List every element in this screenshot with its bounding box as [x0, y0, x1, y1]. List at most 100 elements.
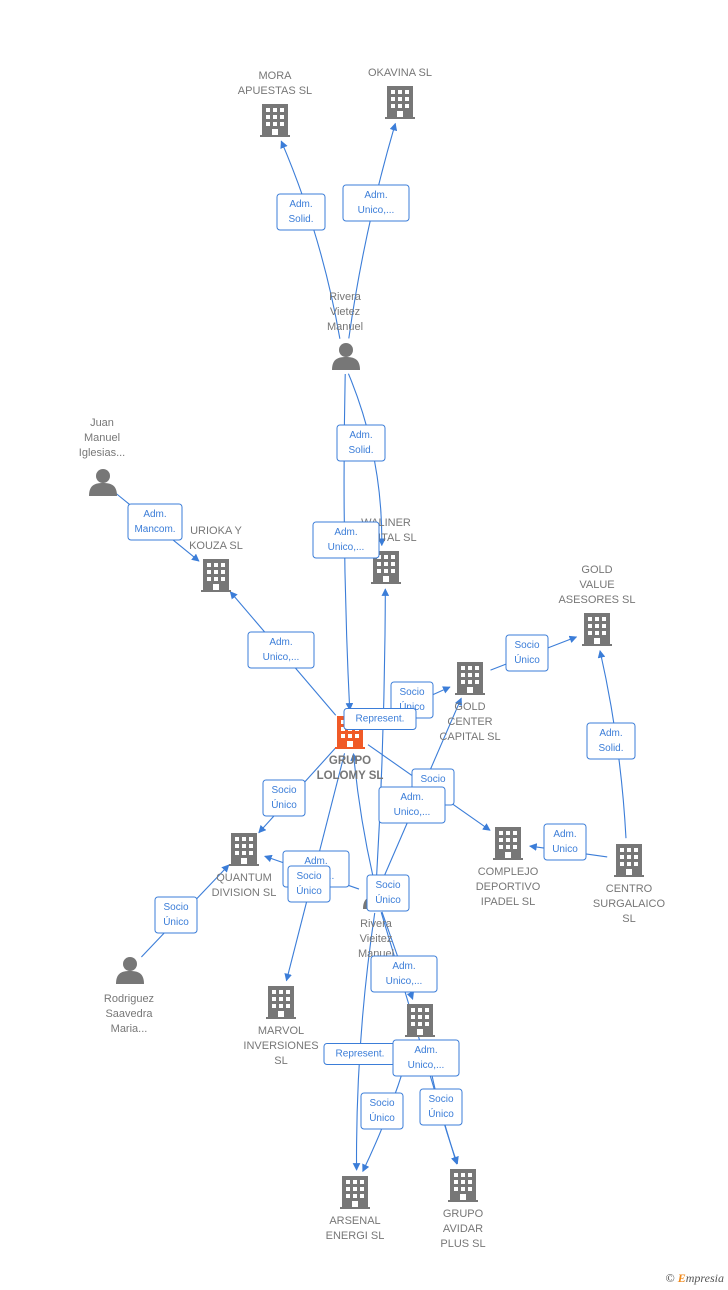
person-icon — [332, 343, 360, 370]
edge-label-rivera1-to-okavina[interactable]: Adm.Unico,... — [342, 184, 410, 222]
edge-label-box — [342, 184, 410, 222]
edge-label-rivera2-to-main[interactable]: Represent. — [343, 708, 417, 730]
node-label: GOLD — [581, 564, 612, 576]
edge-label-line: Adm. — [414, 1045, 437, 1056]
edge-label-line: Adm. — [334, 527, 357, 538]
node-unnamed[interactable] — [405, 1004, 435, 1037]
edge-label-line: Socio — [163, 902, 188, 913]
node-label: APUESTAS SL — [238, 85, 312, 97]
edge-label-rivera1-to-mora[interactable]: Adm.Solid. — [276, 193, 326, 231]
node-label: CENTER — [447, 716, 492, 728]
node-label: Juan — [90, 417, 114, 429]
building-icon — [229, 833, 259, 866]
node-label: VALUE — [579, 579, 614, 591]
node-okavina[interactable]: OKAVINA SL — [368, 67, 432, 119]
edge-label-line: Mancom. — [134, 524, 175, 535]
edge-label-line: Socio — [271, 785, 296, 796]
edge-label-box — [366, 874, 410, 912]
node-label: CENTRO — [606, 883, 653, 895]
edge-label-rivera1-to-waliner[interactable]: Adm.Solid. — [336, 424, 386, 462]
edges-layer — [115, 122, 627, 1173]
edge-label-box — [336, 424, 386, 462]
edge-label-line: Solid. — [288, 214, 313, 225]
edge-label-rivera2-to-arsenal[interactable]: Represent. — [323, 1043, 397, 1065]
edge-label-line: Adm. — [349, 430, 372, 441]
edge-label-box — [312, 521, 380, 559]
edge-label-line: Único — [271, 798, 297, 811]
edge-label-centro-to-complejo[interactable]: Adm.Unico — [543, 823, 587, 861]
building-icon — [405, 1004, 435, 1037]
edge-label-box — [127, 503, 183, 541]
node-rodriguez[interactable]: RodriguezSaavedraMaria... — [104, 957, 154, 1035]
edge-label-box — [287, 865, 331, 903]
edge-label-line: Unico,... — [263, 652, 300, 663]
node-label: Iglesias... — [79, 447, 125, 459]
edge-label-line: Adm. — [364, 190, 387, 201]
edge-label-rivera2-to-avidar[interactable]: Adm. Unico,... — [392, 1039, 460, 1077]
node-label: KOUZA SL — [189, 540, 243, 552]
node-label: Vieitez — [360, 933, 393, 945]
person-icon — [89, 469, 117, 496]
node-label: SL — [274, 1055, 287, 1067]
edge-label-rivera2-to-goldcenter[interactable]: Adm.Unico,... — [378, 786, 446, 824]
node-label: QUANTUM — [216, 872, 272, 884]
node-label: Saavedra — [105, 1008, 153, 1020]
edge-label-box — [343, 708, 417, 730]
edge-label-line: Único — [375, 893, 401, 906]
node-label: Manuel — [84, 432, 120, 444]
node-label: DEPORTIVO — [476, 881, 541, 893]
edge-label-line: Socio — [296, 871, 321, 882]
node-label: Manuel — [327, 321, 363, 333]
node-marvol[interactable]: MARVOL INVERSIONES SL — [243, 986, 319, 1067]
edge-label-box — [247, 631, 315, 669]
node-label: MARVOL — [258, 1025, 304, 1037]
node-label: Rodriguez — [104, 993, 154, 1005]
edge-label-box — [262, 779, 306, 817]
edge-label-line: Adm. — [553, 829, 576, 840]
edge-label-line: Socio — [428, 1094, 453, 1105]
edge-label-line: Socio — [399, 687, 424, 698]
node-label: DIVISION SL — [212, 887, 277, 899]
node-quantum[interactable]: QUANTUM DIVISION SL — [212, 833, 277, 899]
edge-label-line: Unico,... — [408, 1060, 445, 1071]
edge-label-rivera2-to-unnamed[interactable]: Adm.Unico,... — [370, 955, 438, 993]
node-label: GRUPO — [329, 755, 371, 767]
node-label: ARSENAL — [329, 1215, 380, 1227]
node-juan[interactable]: JuanManuelIglesias... — [79, 417, 125, 496]
edge-label-juan-to-urioka[interactable]: Adm.Mancom. — [127, 503, 183, 541]
edge-label-centro-to-goldvalue[interactable]: Adm.Solid. — [586, 722, 636, 760]
edge-label-main-to-urioka[interactable]: Adm.Unico,... — [247, 631, 315, 669]
building-icon — [385, 86, 415, 119]
node-label: INVERSIONES — [243, 1040, 318, 1052]
node-label: PLUS SL — [440, 1238, 485, 1250]
empresia-brand[interactable]: © Empresia — [666, 1271, 724, 1286]
building-icon — [614, 844, 644, 877]
edge-label-line: Represent. — [356, 714, 405, 725]
edge-label-line: Unico,... — [394, 807, 431, 818]
edge-label-rivera1-to-main[interactable]: Adm.Unico,... — [312, 521, 380, 559]
edge-label-line: Adm. — [599, 728, 622, 739]
building-icon — [455, 662, 485, 695]
node-label: SURGALAICO — [593, 898, 666, 910]
edge-label-line: Socio — [375, 880, 400, 891]
edge-rivera2-to-waliner — [375, 588, 390, 878]
node-label: GRUPO — [443, 1208, 484, 1220]
